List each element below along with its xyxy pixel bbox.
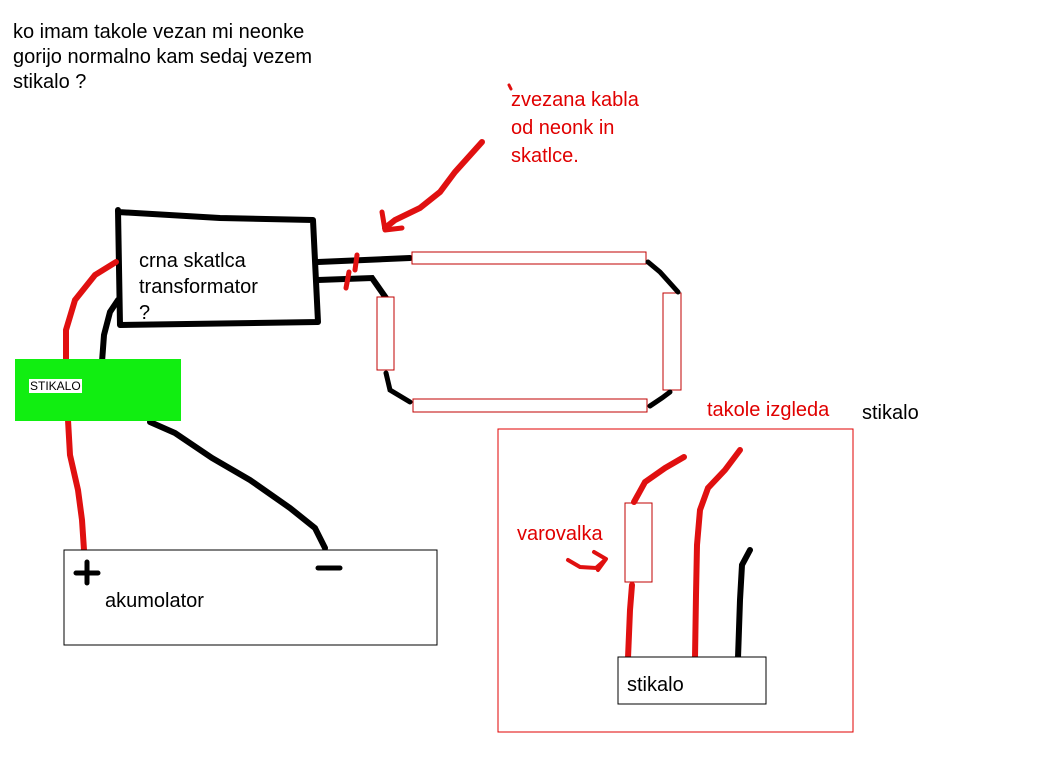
neon-tube-left — [376, 296, 395, 371]
green-switch-label: STIKALO — [29, 379, 82, 393]
battery-box — [63, 549, 438, 646]
fuse-label: varovalka — [517, 523, 603, 545]
joined-wires-line-1: zvezana kabla — [511, 89, 639, 111]
battery-plus-sign — [73, 559, 101, 586]
transformer-label: crna skatlca transformator ? — [139, 248, 258, 326]
wire-tube-corner-bottom-right — [647, 389, 673, 409]
pointer-dot — [507, 83, 513, 91]
detail-title-black: stikalo — [862, 402, 919, 424]
transformer-box — [115, 207, 321, 328]
wire-transformer-top — [315, 255, 413, 265]
battery-label: akumolator — [105, 590, 204, 612]
switch-detail-box-label: stikalo — [627, 674, 684, 696]
joined-wires-line-2: od neonk in — [511, 117, 615, 139]
transformer-line-2: transformator — [139, 276, 258, 298]
wire-red-positive — [63, 259, 119, 373]
wire-red-positive-lower — [65, 417, 87, 553]
fuse-body — [624, 502, 653, 583]
wire-black-transformer — [99, 297, 121, 365]
neon-tube-top — [411, 251, 647, 265]
switch-wire-black — [735, 547, 753, 661]
joined-wires-line-3: skatlce. — [511, 145, 579, 167]
switch-wire-red-middle — [692, 447, 743, 661]
question-line-1: ko imam takole vezan mi neonke — [13, 21, 305, 43]
transformer-line-1: crna skatlca — [139, 250, 246, 272]
pointer-arrowhead — [379, 209, 405, 233]
pointer-arrow — [382, 139, 485, 231]
joined-wires-annotation: zvezana kabla od neonk in skatlce. — [511, 86, 639, 170]
wire-black-negative — [147, 419, 328, 551]
wire-tube-corner-top-right — [645, 259, 681, 295]
switch-detail-panel — [497, 428, 854, 733]
fuse-wire-bottom — [625, 582, 635, 661]
detail-title-red: takole izgleda — [707, 399, 830, 421]
neon-tube-bottom — [412, 398, 648, 413]
question-line-2: gorijo normalno kam sedaj vezem — [13, 46, 313, 68]
wire-tube-corner-bottom-left — [383, 370, 413, 405]
wire-transformer-bottom — [315, 274, 389, 301]
switch-detail-box — [617, 656, 767, 705]
question-line-3: stikalo ? — [13, 71, 87, 93]
question-text: ko imam takole vezan mi neonke gorijo no… — [13, 20, 312, 95]
fuse-wire-top — [631, 454, 687, 505]
fuse-pointer-arrowhead — [592, 550, 608, 572]
neon-tube-right — [662, 292, 682, 391]
joint-mark-bottom — [343, 269, 352, 291]
joint-mark-top — [352, 252, 360, 273]
transformer-line-3: ? — [139, 302, 151, 324]
